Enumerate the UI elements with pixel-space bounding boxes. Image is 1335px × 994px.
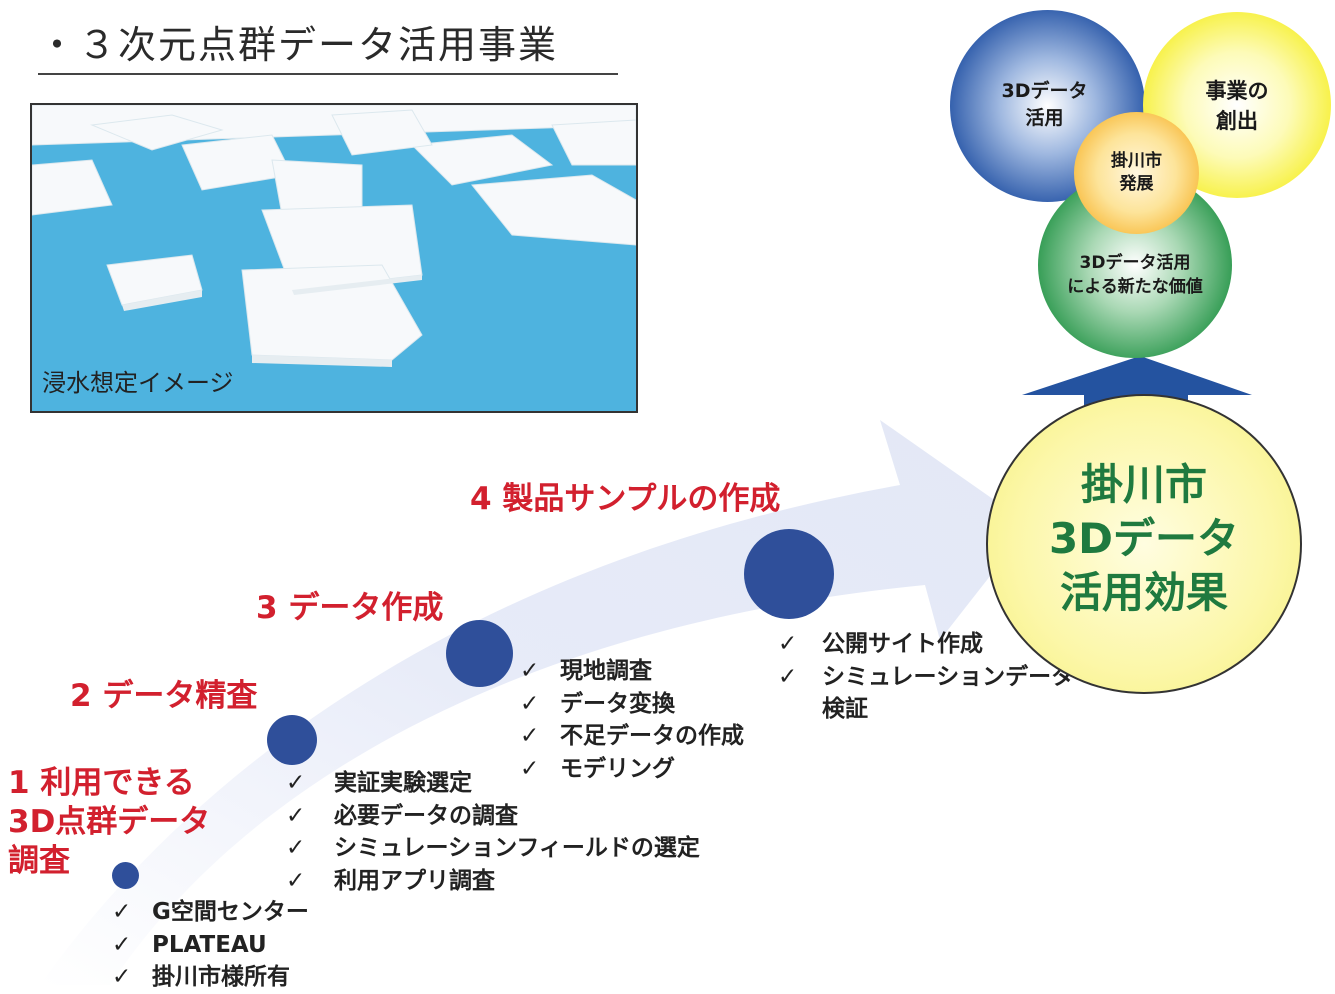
- image-caption: 浸水想定イメージ: [42, 369, 234, 397]
- step-1-title-line2: 3D点群データ: [8, 804, 211, 840]
- check-icon: ✓: [286, 835, 306, 861]
- check-icon: ✓: [520, 723, 540, 749]
- step-4-title: 4 製品サンプルの作成: [470, 481, 781, 517]
- list-item: ✓シミュレーションデータ: [778, 661, 1074, 694]
- step-1-title: 1 利用できる 3D点群データ 調査: [8, 764, 210, 881]
- list-item: ✓実証実験選定: [286, 767, 700, 800]
- check-icon: ✓: [778, 631, 798, 657]
- check-icon: ✓: [286, 770, 306, 796]
- list-item: ✓必要データの調査: [286, 800, 700, 833]
- step-2-list: ✓実証実験選定 ✓必要データの調査 ✓シミュレーションフィールドの選定 ✓利用ア…: [286, 767, 700, 897]
- step-3-list: ✓現地調査 ✓データ変換 ✓不足データの作成 ✓モデリング: [520, 655, 744, 785]
- step-1-list: ✓G空間センター ✓PLATEAU ✓掛川市様所有: [112, 896, 309, 994]
- effect-text: 掛川市 3Dデータ 活用効果: [1048, 460, 1240, 617]
- list-item: ✓PLATEAU: [112, 929, 309, 962]
- step-4-list: ✓公開サイト作成 ✓シミュレーションデータ 検証: [778, 628, 1074, 726]
- step-1-title-line3: 調査: [8, 843, 70, 879]
- check-icon: ✓: [112, 899, 132, 925]
- flood-scene: [32, 105, 636, 411]
- list-item: ✓シミュレーションフィールドの選定: [286, 832, 700, 865]
- step-3-dot: [446, 620, 513, 687]
- page-title: ・３次元点群データ活用事業: [38, 14, 618, 75]
- check-icon: ✓: [520, 755, 540, 782]
- step-2-title: 2 データ精査: [70, 678, 258, 714]
- list-item: ✓不足データの作成: [520, 720, 744, 753]
- list-item: ✓公開サイト作成: [778, 628, 1074, 661]
- step-2-dot: [267, 715, 317, 765]
- list-item: ✓掛川市様所有: [112, 961, 309, 994]
- bubble-development: 掛川市 発展: [1074, 112, 1199, 234]
- step-1-title-line1: 1 利用できる: [8, 765, 195, 801]
- effect-circle: 掛川市 3Dデータ 活用効果: [986, 394, 1302, 694]
- up-arrow-icon: [1022, 356, 1252, 428]
- check-icon: ✓: [112, 931, 132, 958]
- flood-simulation-image: 浸水想定イメージ: [30, 103, 638, 413]
- check-icon: ✓: [520, 690, 540, 717]
- check-icon: ✓: [286, 802, 306, 829]
- step-3-title: 3 データ作成: [256, 590, 444, 626]
- check-icon: ✓: [286, 867, 306, 894]
- list-item-continued: 検証: [822, 696, 868, 722]
- check-icon: ✓: [112, 964, 132, 990]
- check-icon: ✓: [520, 658, 540, 684]
- list-item: ✓モデリング: [520, 753, 744, 786]
- step-4-dot: [744, 529, 834, 619]
- list-item: ✓現地調査: [520, 655, 744, 688]
- step-1-dot: [112, 862, 139, 889]
- list-item: ✓利用アプリ調査: [286, 865, 700, 898]
- check-icon: ✓: [778, 663, 798, 690]
- list-item: ✓G空間センター: [112, 896, 309, 929]
- list-item: ✓データ変換: [520, 688, 744, 721]
